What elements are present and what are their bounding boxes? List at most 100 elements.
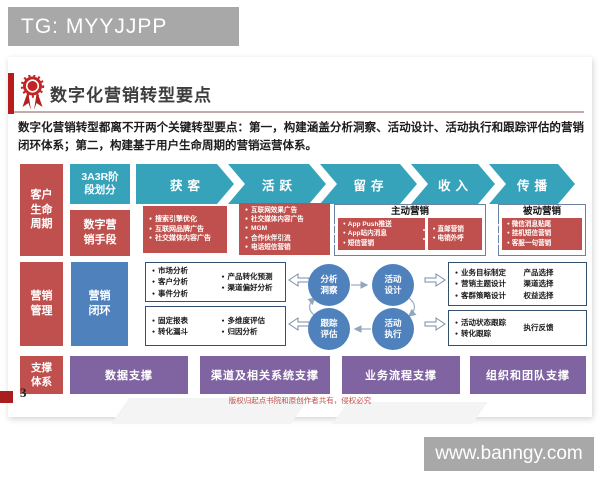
list-item: 客群策略设计	[455, 290, 518, 301]
support-item-channels: 渠道及相关系统支撑	[200, 356, 330, 394]
evaluation-box: 固定报表 转化漏斗 多维度评估 归因分析	[145, 306, 286, 346]
marketing-loop-text: 营销闭环	[88, 290, 111, 317]
tactic-item: 直邮营销	[433, 225, 463, 234]
page-number: 3	[20, 385, 27, 400]
footer-accent-block	[0, 391, 13, 403]
list-item: 营销主题设计	[455, 278, 518, 289]
list-item: 转化漏斗	[152, 326, 216, 337]
tactic-item: 互联网效果广告	[245, 206, 304, 215]
item-list: 产品选择 渠道选择 权益选择	[518, 267, 587, 301]
block-arrow-left-icon	[288, 317, 310, 331]
row-label-marketing-management: 营销管理	[20, 262, 63, 346]
tactic-item: 短信营销	[343, 239, 392, 248]
site-watermark: www.banngy.com	[424, 437, 594, 471]
list-item: 活动状态跟踪	[455, 317, 518, 328]
block-arrow-right-icon	[424, 273, 446, 287]
list-item: 产品选择	[523, 268, 554, 278]
tg-watermark: TG: MYYJJPP	[8, 7, 239, 46]
slide-title: 数字化营销转型要点	[50, 86, 212, 105]
intro-paragraph: 数字化营销转型都离不开两个关键转型要点：第一，构建涵盖分析洞察、活动设计、活动执…	[18, 122, 584, 152]
tactic-item: 电话短信营销	[245, 243, 304, 252]
support-item-org: 组织和团队支撑	[470, 356, 586, 394]
proactive-group-2: 直邮营销 电销外呼	[427, 218, 482, 250]
tactic-list: 互联网效果广告 社交媒体内容广告 MGM 合作伙伴引流 电话短信营销	[239, 206, 304, 252]
tactic-item: App Push推送	[343, 220, 392, 229]
cycle-node-label: 活动设计	[384, 273, 402, 295]
list-item: 渠道选择	[523, 279, 554, 289]
cycle-node-label: 跟踪评估	[320, 317, 338, 339]
tactic-item: 互联网品牌广告	[149, 225, 211, 234]
medal-icon	[20, 75, 45, 110]
support-item-data: 数据支撑	[70, 356, 188, 394]
list-item: 客户分析	[152, 276, 216, 287]
proactive-title: 主动营销	[390, 206, 429, 217]
item-list: 多维度评估 归因分析	[216, 315, 286, 338]
item-list: 产品转化预测 渠道偏好分析	[216, 271, 286, 294]
tactic-item: 搜索引擎优化	[149, 215, 211, 224]
title-divider	[14, 111, 584, 113]
cycle-node-insight: 分析洞察	[308, 264, 350, 306]
copyright-note: 版权归起点书院和原创作者共有，侵权必究	[228, 396, 372, 405]
tactic-item: 微信消息贴尾	[507, 220, 552, 229]
passive-group: 微信消息贴尾 挂机短信营销 客服一句营销	[502, 218, 582, 250]
tactic-list: 搜索引擎优化 互联网品牌广告 社交媒体内容广告	[143, 215, 211, 243]
stage-arrow-label: 活跃	[261, 178, 297, 193]
list-item: 产品转化预测	[222, 271, 286, 282]
list-item: 多维度评估	[222, 315, 286, 326]
cycle-node-design: 活动设计	[372, 264, 414, 306]
row-label-text: 数字营销手段	[83, 219, 117, 246]
list-item: 执行反馈	[523, 323, 554, 333]
tactic-item: 社交媒体内容广告	[245, 215, 304, 224]
campaign-design-box: 业务目标制定 营销主题设计 客群策略设计 产品选择 渠道选择 权益选择	[448, 262, 587, 306]
marketing-loop-box: 营销闭环	[71, 262, 128, 346]
tactic-item: 电销外呼	[433, 234, 463, 243]
row-label-support-system: 支撑体系	[20, 356, 63, 394]
item-list: 市场分析 客户分析 事件分析	[146, 265, 216, 299]
tactic-item: MGM	[245, 224, 304, 233]
tactic-item: 客服一句营销	[507, 239, 552, 248]
item-list: 业务目标制定 营销主题设计 客群策略设计	[449, 267, 518, 301]
item-list: 执行反馈	[518, 322, 587, 333]
row-label-text: 营销管理	[30, 290, 53, 317]
cycle-node-execute: 活动执行	[372, 308, 414, 350]
insight-analysis-box: 市场分析 客户分析 事件分析 产品转化预测 渠道偏好分析	[145, 262, 286, 302]
stage-arrow-activate: 活跃	[228, 164, 326, 204]
title-accent-bar	[8, 73, 14, 114]
list-item: 渠道偏好分析	[222, 282, 286, 293]
block-arrow-right-icon	[424, 317, 446, 331]
list-item: 权益选择	[523, 290, 554, 300]
tactic-item: 挂机短信营销	[507, 229, 552, 238]
stage-arrow-label: 收入	[437, 178, 473, 193]
proactive-group-1: App Push推送 App站内消息 短信营销	[338, 218, 425, 250]
list-item: 归因分析	[222, 326, 286, 337]
tactic-list: 直邮营销 电销外呼	[428, 225, 463, 243]
list-item: 事件分析	[152, 288, 216, 299]
tg-watermark-label: TG: MYYJJPP	[21, 14, 168, 38]
item-list: 活动状态跟踪 转化跟踪	[449, 317, 518, 340]
list-item: 固定报表	[152, 315, 216, 326]
tactic-list: App Push推送 App站内消息 短信营销	[338, 220, 392, 248]
campaign-tracking-box: 活动状态跟踪 转化跟踪 执行反馈	[448, 310, 587, 346]
row-label-text: 客户生命周期	[30, 188, 53, 231]
support-item-process: 业务流程支撑	[342, 356, 460, 394]
passive-title: 被动营销	[522, 206, 561, 217]
passive-marketing-box: 被动营销 微信消息贴尾 挂机短信营销 客服一句营销	[498, 204, 586, 256]
stage-arrow-label: 传播	[516, 178, 552, 193]
stage-arrow-label: 留存	[353, 178, 389, 193]
activate-tactics-box: 互联网效果广告 社交媒体内容广告 MGM 合作伙伴引流 电话短信营销	[239, 203, 330, 255]
list-item: 转化跟踪	[455, 328, 518, 339]
site-watermark-label: www.banngy.com	[435, 443, 583, 464]
cycle-node-label: 分析洞察	[320, 273, 338, 295]
stage-division-text: 3A3R阶段划分	[81, 170, 119, 196]
row-label-text: 支撑体系	[30, 361, 52, 388]
list-item: 业务目标制定	[455, 267, 518, 278]
proactive-groups: App Push推送 App站内消息 短信营销 直邮营销 电销外呼	[335, 218, 485, 250]
stage-arrow-acquire: 获客	[136, 164, 234, 204]
cycle-node-track: 跟踪评估	[308, 308, 350, 350]
row-label-marketing-means: 数字营销手段	[70, 210, 130, 256]
list-item: 市场分析	[152, 265, 216, 276]
tactic-item: App站内消息	[343, 229, 392, 238]
tactic-item: 合作伙伴引流	[245, 234, 304, 243]
acquire-tactics-box: 搜索引擎优化 互联网品牌广告 社交媒体内容广告	[143, 206, 227, 253]
